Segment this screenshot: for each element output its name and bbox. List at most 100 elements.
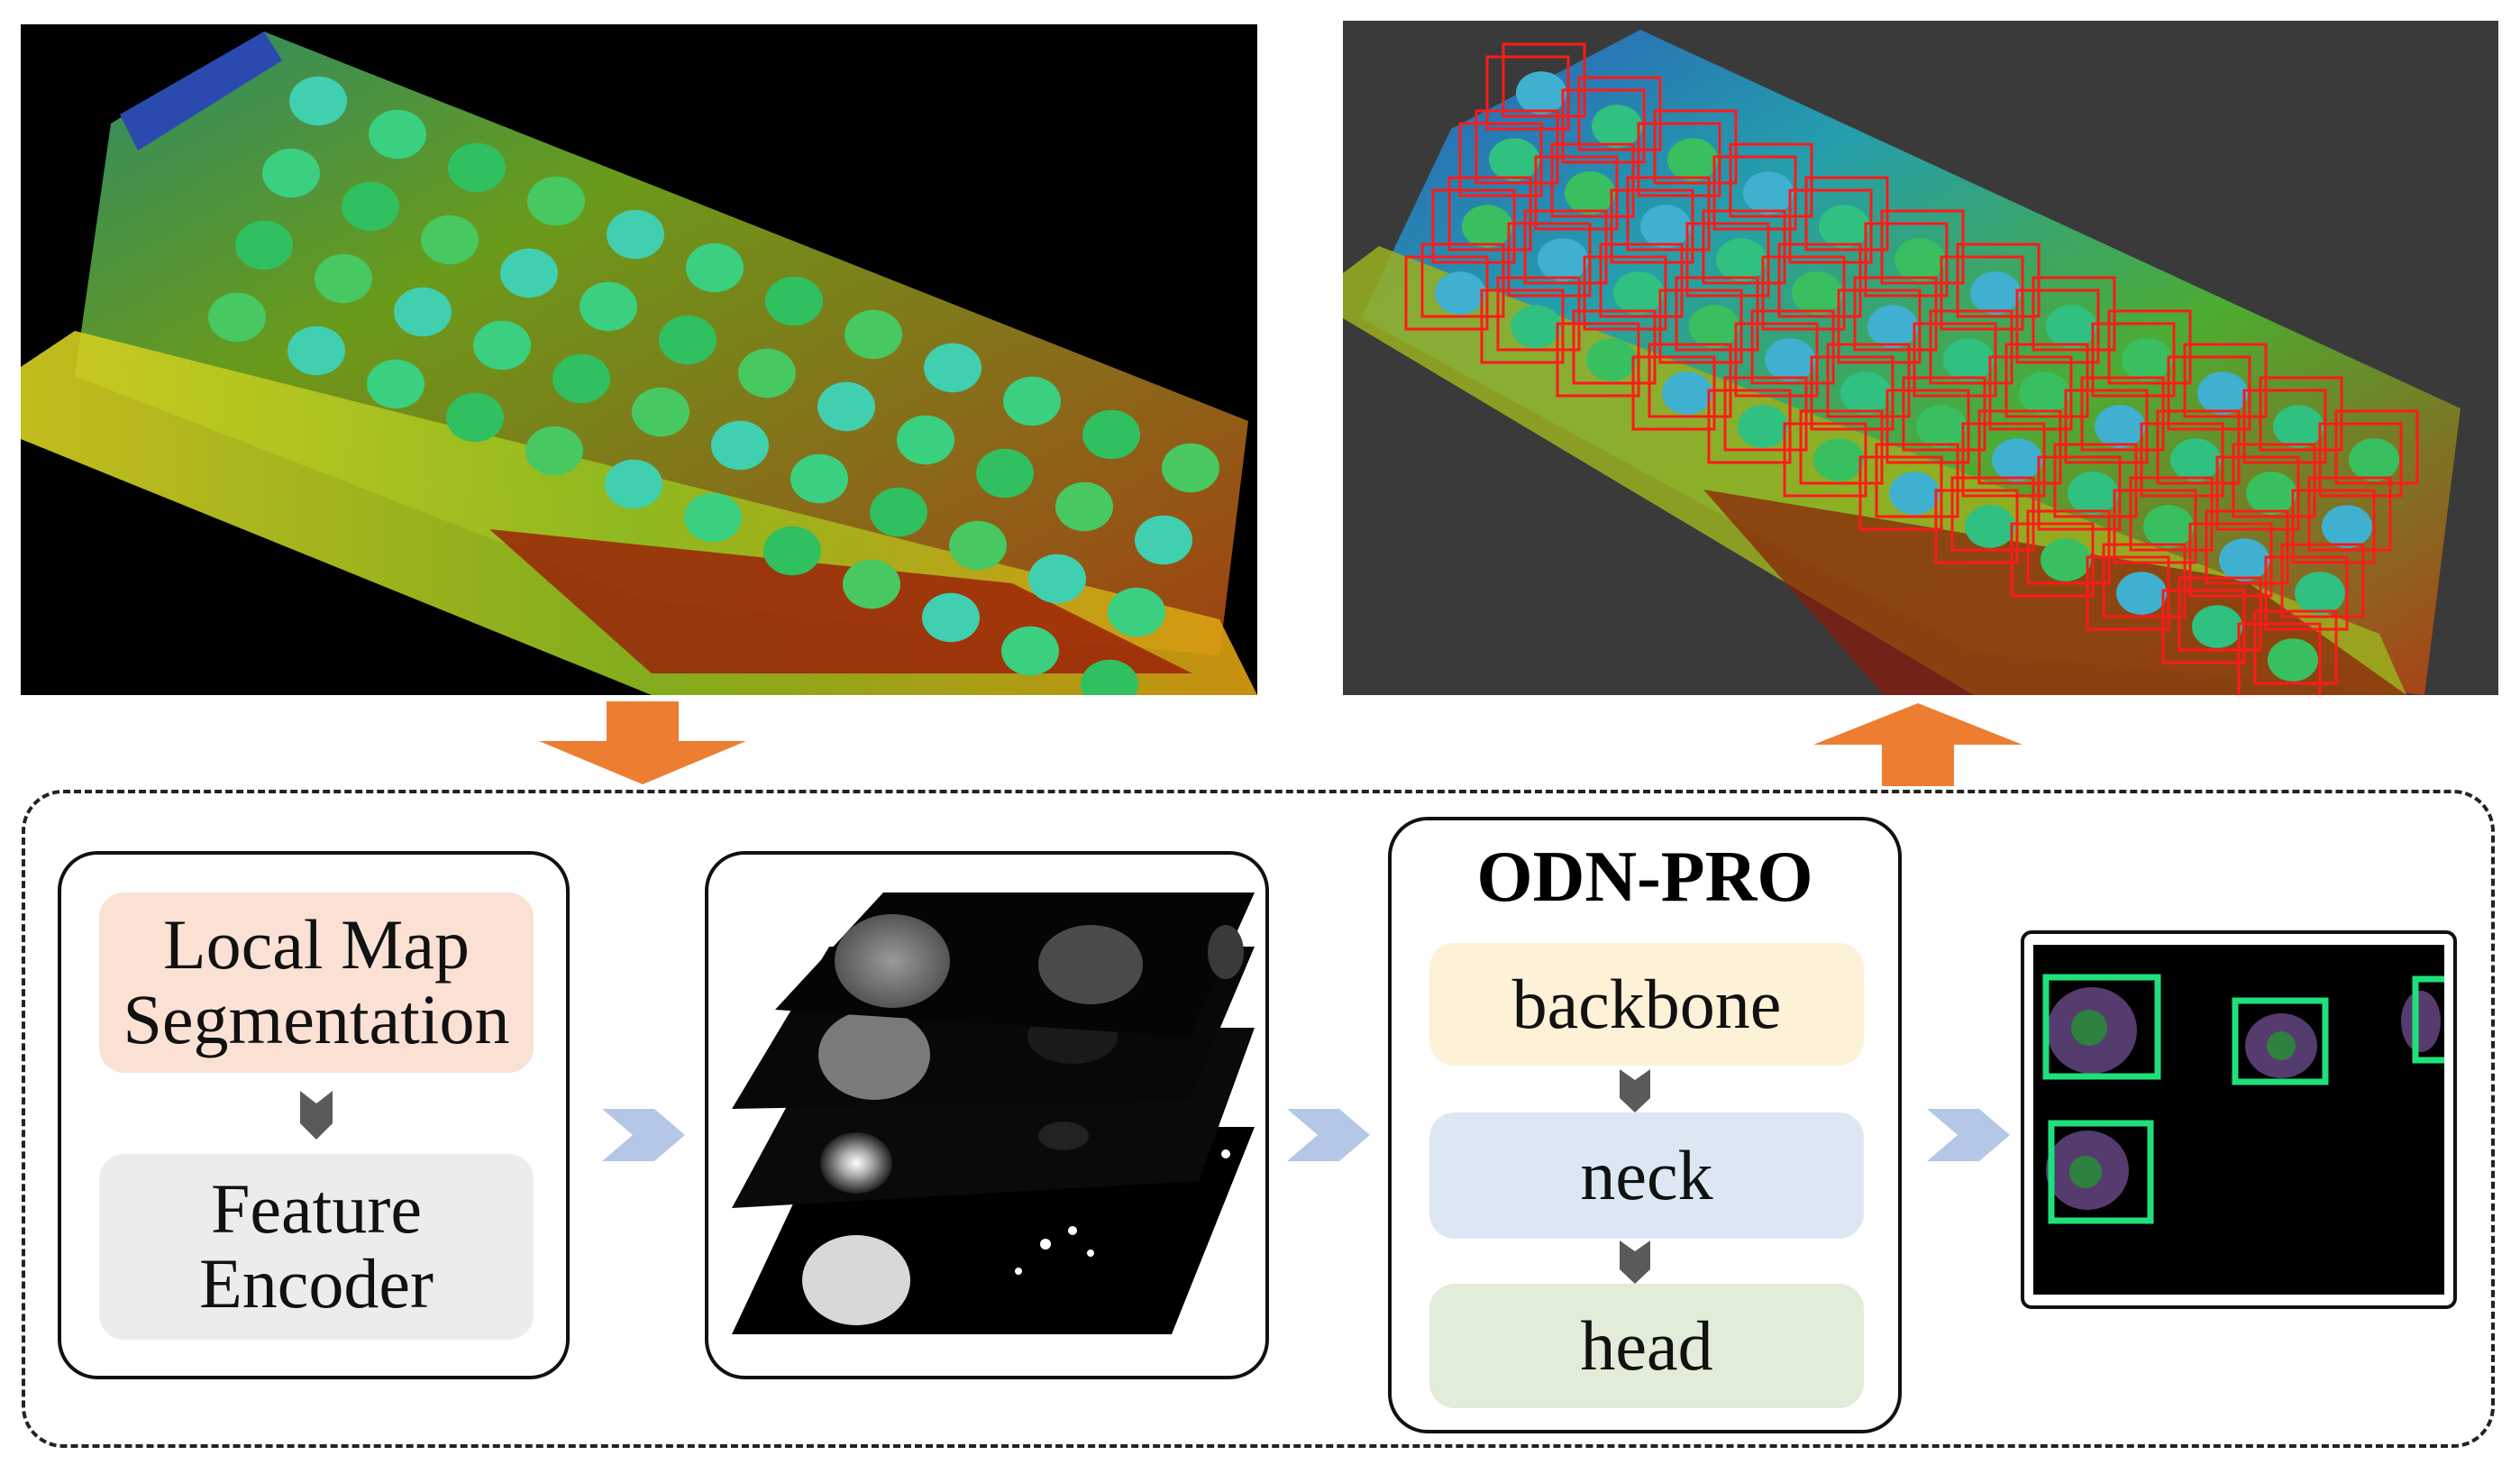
bounding-box <box>1685 222 1770 298</box>
bounding-box <box>1712 155 1797 231</box>
tree-canopy <box>1028 554 1086 604</box>
bounding-box <box>1788 188 1873 264</box>
bounding-box <box>2129 476 2214 552</box>
bounding-box <box>1550 142 1635 218</box>
tree-canopy <box>763 526 821 576</box>
bounding-box <box>1475 109 1559 185</box>
bounding-box <box>1875 443 1959 518</box>
bounding-box <box>1702 209 1786 285</box>
tree-canopy <box>1003 376 1061 426</box>
bounding-box <box>2086 555 2170 631</box>
tree-canopy <box>870 487 927 537</box>
tree-canopy <box>1511 305 1561 348</box>
tree-canopy <box>1743 171 1794 215</box>
tree-canopy <box>605 459 662 509</box>
bounding-box <box>2032 276 2116 352</box>
bounding-box <box>2280 543 2365 618</box>
head-block: head <box>1429 1284 1864 1408</box>
bounding-box <box>2237 622 2322 695</box>
tree-canopy <box>1108 587 1165 637</box>
bounding-box <box>1961 422 2046 498</box>
tree-canopy <box>976 448 1034 499</box>
flow-chevron-icon <box>1927 1109 2010 1161</box>
bounding-box <box>1420 243 1505 318</box>
bounding-box <box>1583 255 1667 331</box>
bounding-box <box>1404 255 1489 331</box>
bounding-box <box>2037 455 2122 531</box>
detection-box <box>2232 997 2329 1085</box>
bounding-box <box>2004 343 2089 418</box>
bounding-box <box>2053 443 2138 518</box>
tree-canopy <box>2116 572 2167 615</box>
tree-canopy <box>421 215 479 265</box>
bounding-box <box>1610 188 1694 264</box>
bounding-box <box>2178 576 2262 652</box>
tree-canopy <box>1689 305 1739 348</box>
bounding-box <box>1648 343 1732 418</box>
bounding-box <box>2264 555 2349 631</box>
bounding-box <box>2091 322 2176 398</box>
bounding-box <box>2334 409 2419 485</box>
tree-canopy <box>394 287 452 337</box>
tree-canopy <box>1435 271 1485 315</box>
tree-canopy <box>1867 305 1918 348</box>
tree-canopy <box>949 520 1007 571</box>
flow-chevron-icon <box>1287 1109 1370 1161</box>
segmentation-label-line1: Local Map <box>162 905 470 984</box>
bounding-box <box>1783 422 1867 498</box>
detection-output-image <box>2033 945 2444 1295</box>
tree-canopy <box>1489 138 1539 181</box>
feature-encoder-block: Feature Encoder <box>99 1154 534 1340</box>
tree-canopy <box>1819 205 1869 248</box>
tree-canopy <box>315 253 372 304</box>
tree-canopy <box>2268 638 2318 682</box>
tree-canopy <box>790 453 848 504</box>
bounding-box <box>2205 509 2289 585</box>
bounding-box <box>1902 376 1986 452</box>
bounding-box <box>1502 42 1586 118</box>
bounding-box <box>1950 476 2035 552</box>
tree-canopy <box>342 181 399 232</box>
bounding-box <box>1658 288 1743 364</box>
bev-feature-maps <box>732 893 1255 1334</box>
tree-canopy <box>500 248 558 298</box>
tree-canopy <box>235 220 293 270</box>
bounding-box <box>2107 309 2192 385</box>
tree-canopy <box>2197 371 2248 415</box>
bounding-box <box>1675 276 1759 352</box>
tree-canopy <box>1813 438 1864 481</box>
head-label: head <box>1580 1305 1713 1385</box>
tree-canopy <box>208 292 266 343</box>
detection-result-image <box>1343 21 2498 695</box>
tree-canopy <box>1667 138 1718 181</box>
bounding-box <box>1810 355 1895 431</box>
bounding-box <box>2113 489 2197 564</box>
tree-canopy <box>2046 305 2096 348</box>
tree-canopy <box>1840 371 1891 415</box>
bounding-box <box>1929 309 2013 385</box>
bounding-box <box>1723 376 1808 452</box>
bounding-box <box>2232 443 2316 518</box>
tree-canopy <box>580 281 637 332</box>
backbone-block: backbone <box>1429 943 1864 1066</box>
tree-canopy <box>711 420 769 471</box>
tree-canopy <box>845 309 902 360</box>
tree-canopy <box>1586 338 1637 381</box>
tree-canopy <box>1135 515 1192 565</box>
detection-box <box>2048 1120 2154 1224</box>
bounding-box <box>2015 288 2100 364</box>
bounding-box <box>1480 288 1565 364</box>
bounding-box <box>1599 243 1684 318</box>
encoder-label-line2: Encoder <box>199 1244 434 1323</box>
tree-canopy <box>1889 471 1940 515</box>
tree-canopy <box>897 415 954 465</box>
bounding-box <box>1734 322 1819 398</box>
bounding-box <box>1496 276 1581 352</box>
pipeline-container <box>22 790 2495 1448</box>
bounding-box <box>1761 255 1846 331</box>
tree-canopy <box>1001 626 1059 676</box>
tree-canopy <box>2192 605 2242 648</box>
bounding-box <box>2188 522 2273 598</box>
bounding-box <box>1777 243 1862 318</box>
tree-canopy <box>1716 238 1767 281</box>
